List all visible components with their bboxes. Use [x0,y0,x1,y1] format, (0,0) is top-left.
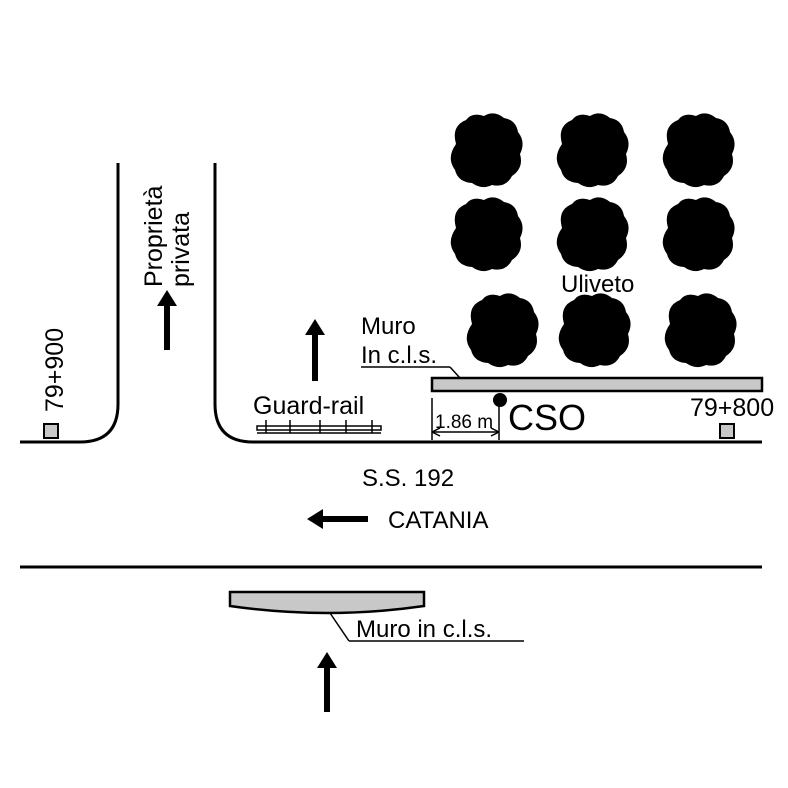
olive-tree-icon [556,113,629,188]
dot-icon [493,393,507,407]
wall-top-label: Muro In c.l.s. [361,313,437,369]
olive-grove [450,113,737,368]
olive-tree-icon [450,113,523,188]
square-marker-icon [719,423,735,439]
road-edge-top-right [213,163,762,444]
km-right-label: 79+800 [690,394,774,422]
wall-bottom-label: Muro in c.l.s. [356,616,492,643]
wall-bottom-leader [329,612,350,642]
direction-label: CATANIA [388,507,488,534]
guard-rail-label: Guard-rail [253,392,364,420]
guard-rail-icon [256,420,382,434]
private-property-label: Proprietà privata [140,179,195,287]
wall-top [430,376,764,393]
road-label: S.S. 192 [362,465,454,492]
olive-tree-icon [664,293,737,368]
station-label: CSO [508,397,586,438]
wall-bottom [228,590,426,615]
olive-tree-icon [556,197,629,272]
olive-tree-icon [450,197,523,272]
arrow-left-icon [307,509,368,529]
olive-grove-label: Uliveto [561,271,634,298]
km-left-label: 79+900 [41,328,69,412]
olive-tree-icon [558,293,631,368]
olive-tree-icon [466,293,539,368]
road-edge-top-left [20,163,120,444]
olive-tree-icon [662,113,735,188]
olive-tree-icon [662,197,735,272]
distance-label: 1.86 m [435,412,493,433]
arrow-up-icon [317,652,337,712]
wall-top-leader [449,366,461,379]
arrow-up-icon [305,319,325,381]
arrow-up-icon [157,290,177,350]
square-marker-icon [43,423,59,439]
